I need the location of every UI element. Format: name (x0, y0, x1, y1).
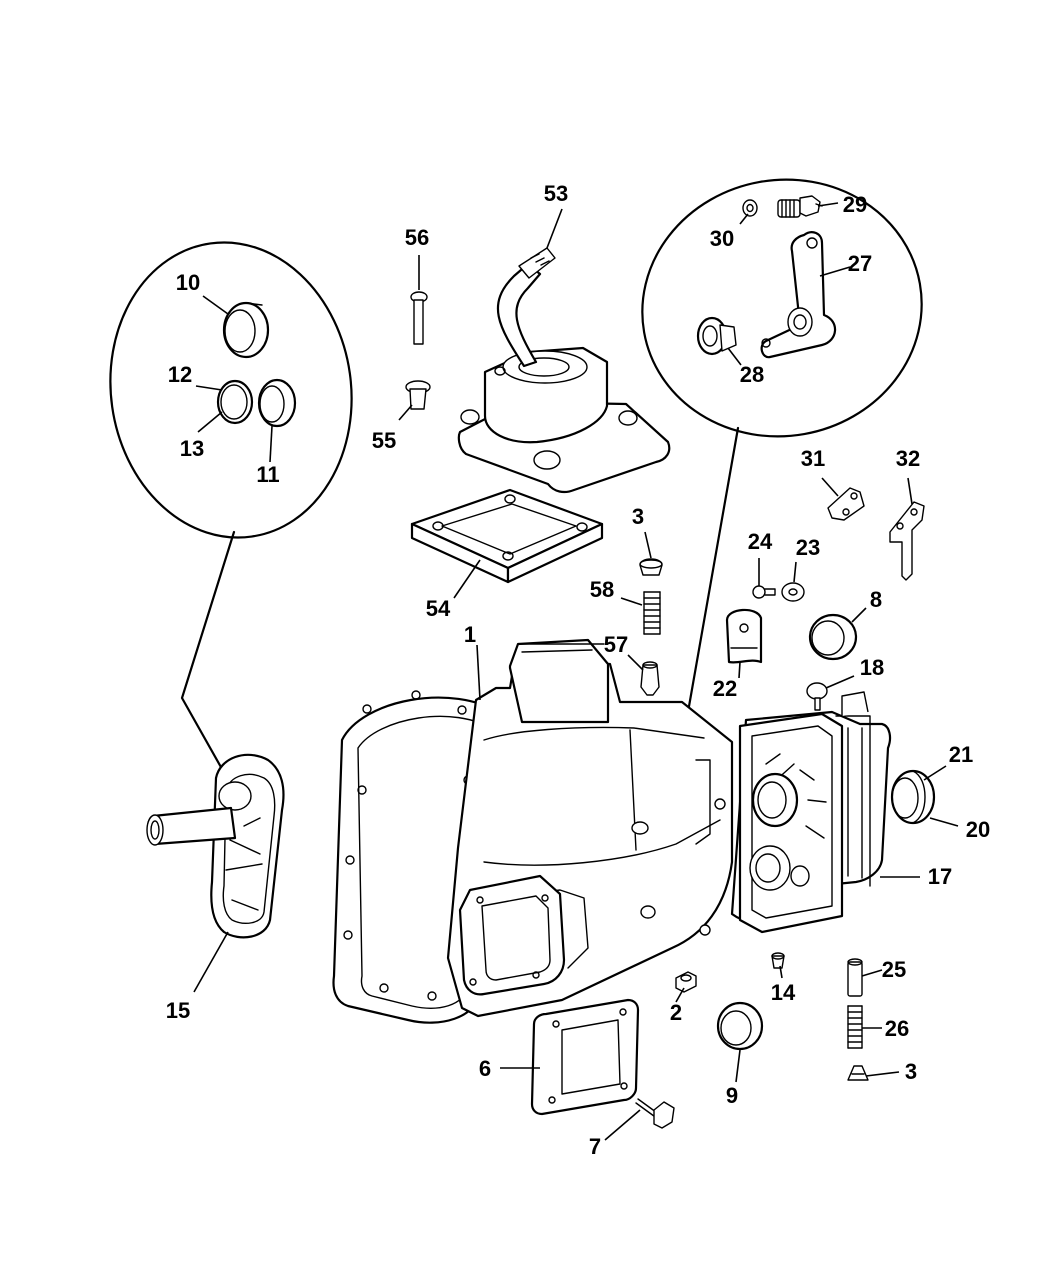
callout-56: 56 (405, 225, 429, 250)
callout-30: 30 (710, 226, 734, 251)
callout-25: 25 (882, 957, 906, 982)
callout-21: 21 (949, 742, 973, 767)
bracket-31 (827, 487, 865, 521)
vent-2 (675, 971, 697, 993)
callout-labels: 53 56 10 12 13 11 55 29 30 27 28 31 32 3… (166, 181, 990, 1159)
gasket-54 (410, 488, 604, 584)
callout-3-bottom: 3 (905, 1059, 917, 1084)
plunger-57 (640, 661, 660, 696)
front-bearing-retainer-15 (146, 753, 285, 939)
plunger-25 (847, 958, 863, 997)
bushing-55 (405, 380, 431, 410)
seal-9 (716, 1001, 764, 1051)
left-detail-circle (109, 241, 353, 810)
callout-15: 15 (166, 998, 190, 1023)
washer-23 (781, 582, 805, 602)
callout-7: 7 (589, 1134, 601, 1159)
callout-31: 31 (801, 446, 825, 471)
callout-8: 8 (870, 587, 882, 612)
bearing-race-10 (222, 301, 270, 359)
shifter-tower-53 (457, 247, 671, 494)
callout-20: 20 (966, 817, 990, 842)
switch-29 (777, 195, 823, 218)
callout-57: 57 (604, 632, 628, 657)
callout-9: 9 (726, 1083, 738, 1108)
callout-2: 2 (670, 1000, 682, 1025)
plug-3-top (639, 558, 663, 576)
spring-26 (847, 1005, 863, 1049)
shim-12 (216, 379, 254, 425)
bearing-cup-11 (257, 378, 297, 428)
leader-lines (193, 202, 959, 1141)
washer-30 (742, 199, 758, 217)
pin-14 (771, 952, 785, 969)
callout-6: 6 (479, 1056, 491, 1081)
shift-lever-27 (760, 231, 837, 359)
callout-29: 29 (843, 192, 867, 217)
callout-14: 14 (771, 980, 796, 1005)
callout-28: 28 (740, 362, 764, 387)
callout-23: 23 (796, 535, 820, 560)
bushing-28 (696, 316, 737, 356)
callout-10: 10 (176, 270, 200, 295)
callout-22: 22 (713, 676, 737, 701)
callout-13: 13 (180, 436, 204, 461)
bolt-7 (635, 1098, 675, 1129)
bracket-32 (889, 501, 925, 581)
seal-8 (808, 613, 858, 661)
callout-3-top: 3 (632, 504, 644, 529)
seal-21 (890, 769, 936, 825)
adapter-housing-17 (730, 691, 892, 934)
callout-12: 12 (168, 362, 192, 387)
callout-32: 32 (896, 446, 920, 471)
callout-1: 1 (464, 622, 476, 647)
cover-gasket-6 (530, 998, 640, 1116)
spring-58 (643, 591, 661, 635)
callout-24: 24 (748, 529, 773, 554)
pin-56 (410, 255, 428, 345)
callout-53: 53 (544, 181, 568, 206)
callout-17: 17 (928, 864, 952, 889)
bracket-22 (725, 608, 763, 664)
callout-11: 11 (256, 462, 279, 487)
transmission-case-1 (332, 638, 734, 1024)
callout-54: 54 (426, 596, 451, 621)
callout-27: 27 (848, 251, 872, 276)
screw-24 (752, 585, 776, 599)
callout-55: 55 (372, 428, 396, 453)
bolt-18 (806, 682, 828, 711)
plug-3-bottom (847, 1065, 869, 1081)
right-detail-circle (641, 178, 923, 714)
callout-58: 58 (590, 577, 614, 602)
callout-18: 18 (860, 655, 884, 680)
callout-26: 26 (885, 1016, 909, 1041)
